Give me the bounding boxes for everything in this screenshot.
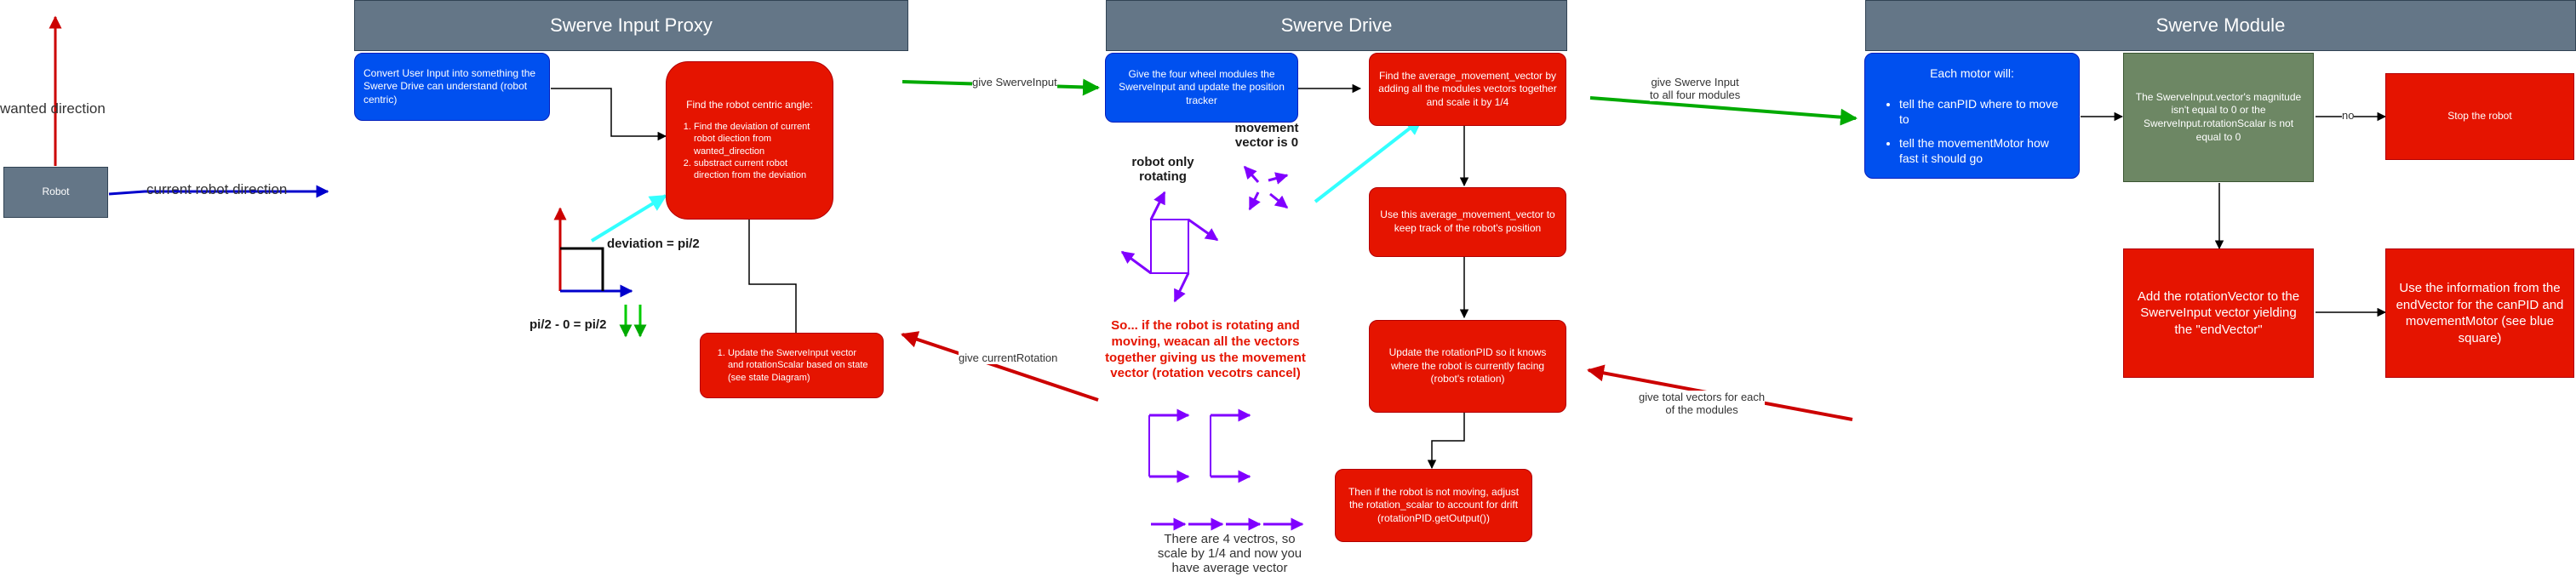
- find-angle-steps: Find the deviation of current robot diec…: [675, 121, 824, 181]
- find-angle-step: Find the deviation of current robot diec…: [694, 121, 824, 157]
- header-swerve-drive: Swerve Drive: [1106, 0, 1567, 51]
- convert-to-find-angle-edge: [551, 88, 667, 141]
- use-average-vector-node: Use this average_movement_vector to keep…: [1369, 187, 1566, 257]
- give-current-rotation-label: give currentRotation: [959, 351, 1058, 364]
- update-pid-to-not-moving-edge: [1427, 413, 1465, 470]
- give-total-vectors-label: give total vectors for each of the modul…: [1639, 391, 1766, 416]
- rotating-and-moving-note: So... if the robot is rotating and movin…: [1105, 318, 1306, 381]
- each-motor-title: Each motor will:: [1930, 66, 2014, 80]
- each-motor-item: tell the canPID where to move to: [1899, 96, 2067, 127]
- stop-robot-node: Stop the robot: [2385, 73, 2574, 160]
- rotation-square: [1150, 219, 1189, 274]
- current-direction-arrow: [108, 185, 329, 198]
- not-moving-adjust-node: Then if the robot is not moving, adjust …: [1335, 469, 1532, 542]
- right-angle-marker: [560, 247, 604, 291]
- vector-magnitude-condition-node: The SwerveInput.vector's magnitude isn't…: [2123, 53, 2314, 182]
- find-angle-title: Find the robot centric angle:: [686, 99, 813, 111]
- each-motor-item: tell the movementMotor how fast it shoul…: [1899, 135, 2067, 166]
- find-angle-to-update-edge: [748, 220, 801, 354]
- no-label: no: [2342, 109, 2355, 122]
- give-current-rotation-arrow: [901, 331, 1099, 402]
- deviation-label: deviation = pi/2: [607, 237, 700, 251]
- four-vectors-note: There are 4 vectros, so scale by 1/4 and…: [1157, 532, 1302, 575]
- wanted-direction-label: wanted direction: [0, 100, 106, 117]
- current-direction-label: current robot direction: [146, 181, 288, 197]
- robot-only-rotating-label: robot only rotating: [1131, 155, 1194, 184]
- use-end-vector-node: Use the information from the endVector f…: [2385, 248, 2574, 378]
- update-steps: Update the SwerveInput vector and rotati…: [709, 347, 874, 384]
- header-swerve-input-proxy: Swerve Input Proxy: [354, 0, 908, 51]
- give-four-modules-node: Give the four wheel modules the SwerveIn…: [1105, 53, 1298, 123]
- give-swerve-input-label: give SwerveInput: [972, 76, 1057, 88]
- find-robot-centric-angle-node: Find the robot centric angle: Find the d…: [666, 61, 833, 220]
- each-motor-node: Each motor will: tell the canPID where t…: [1864, 53, 2080, 179]
- each-motor-list: tell the canPID where to move to tell th…: [1877, 96, 2067, 167]
- give-to-modules-label: give Swerve Input to all four modules: [1650, 76, 1741, 101]
- update-step: Update the SwerveInput vector and rotati…: [728, 347, 874, 384]
- movement-vector-zero-label: movement vector is 0: [1234, 121, 1299, 150]
- pi-equation-label: pi/2 - 0 = pi/2: [530, 317, 607, 332]
- cyan-arrow-proxy: [590, 194, 667, 243]
- convert-user-input-node: Convert User Input into something the Sw…: [354, 53, 550, 121]
- header-swerve-module: Swerve Module: [1865, 0, 2576, 51]
- cyan-arrow-drive: [1314, 117, 1423, 203]
- update-swerve-input-node: Update the SwerveInput vector and rotati…: [700, 333, 884, 398]
- add-rotation-vector-node: Add the rotationVector to the SwerveInpu…: [2123, 248, 2314, 378]
- robot-node: Robot: [3, 167, 108, 218]
- give-to-modules-arrow: [1589, 96, 1858, 126]
- find-average-vector-node: Find the average_movement_vector by addi…: [1369, 53, 1566, 126]
- update-rotation-pid-node: Update the rotationPID so it knows where…: [1369, 320, 1566, 413]
- find-angle-step: substract current robot direction from t…: [694, 157, 824, 182]
